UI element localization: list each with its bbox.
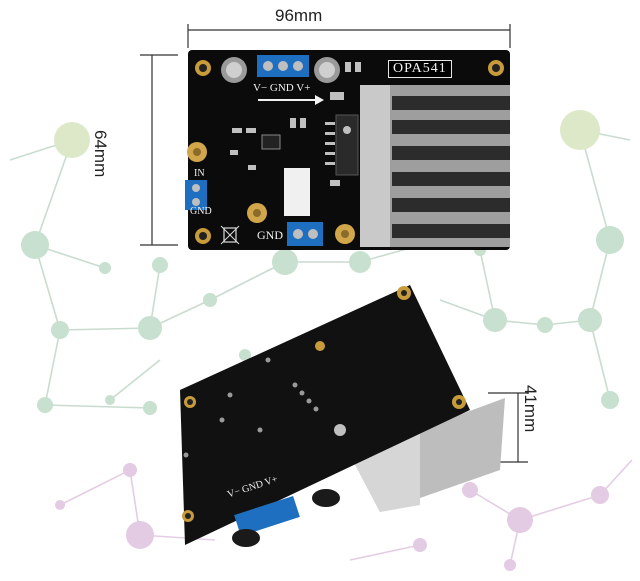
background-network-purple	[59, 459, 633, 566]
background-nodes-purple	[55, 463, 609, 571]
dimension-lines	[140, 24, 528, 463]
heatsink-height-label: 41mm	[521, 385, 540, 433]
power-pins-label: V− GND V+	[253, 82, 311, 94]
board-top	[185, 50, 510, 250]
power-terminal-bottom	[234, 495, 300, 537]
background-nodes	[21, 110, 624, 415]
opa541-chip	[335, 114, 359, 176]
heatsink-top	[360, 85, 510, 247]
white-component	[284, 168, 310, 216]
output-gnd-label: GND	[257, 228, 283, 242]
input-label: IN	[194, 168, 205, 179]
width-dimension-label: 96mm	[275, 6, 323, 25]
board-bottom	[180, 285, 505, 547]
height-dimension-label: 64mm	[91, 130, 110, 178]
input-terminal	[185, 180, 207, 210]
chip-model-label: OPA541	[388, 60, 452, 78]
input-gnd-label: GND	[190, 206, 212, 217]
